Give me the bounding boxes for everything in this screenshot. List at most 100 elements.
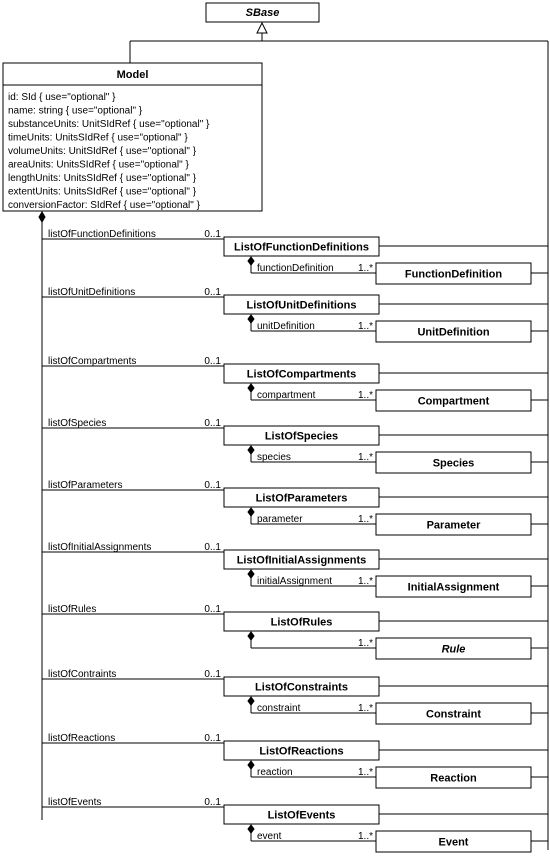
role-label: listOfInitialAssignments	[48, 542, 151, 553]
child-multiplicity-label: 1..*	[358, 514, 373, 525]
model-composition-diamond	[38, 211, 46, 223]
role-label: listOfUnitDefinitions	[48, 287, 135, 298]
child-multiplicity-label: 1..*	[358, 390, 373, 401]
model-composition	[38, 211, 46, 820]
child-class-box[interactable]: Rule	[375, 637, 532, 660]
multiplicity-label: 0..1	[204, 229, 221, 240]
sbase-class[interactable]: SBase	[205, 2, 320, 23]
child-class-box[interactable]: Parameter	[375, 513, 532, 536]
composition-diamond	[247, 824, 255, 834]
role-label: listOfFunctionDefinitions	[48, 229, 156, 240]
composition-diamond	[247, 507, 255, 517]
multiplicity-label: 0..1	[204, 287, 221, 298]
multiplicity-label: 0..1	[204, 418, 221, 429]
list-class-label: ListOfReactions	[259, 746, 343, 758]
child-class-box[interactable]: FunctionDefinition	[375, 262, 532, 285]
model-attribute: conversionFactor: SIdRef { use="optional…	[8, 200, 201, 211]
child-class-label: Reaction	[430, 773, 477, 785]
child-class-label: Rule	[442, 644, 466, 656]
composition-diamond	[247, 696, 255, 706]
role-label: listOfParameters	[48, 480, 122, 491]
model-attribute: id: SId { use="optional" }	[8, 92, 116, 103]
child-class-label: UnitDefinition	[417, 327, 489, 339]
model-attribute: areaUnits: UnitsSIdRef { use="optional" …	[8, 160, 189, 171]
role-label: listOfSpecies	[48, 418, 106, 429]
child-multiplicity-label: 1..*	[358, 767, 373, 778]
list-class-box[interactable]: ListOfRules	[223, 611, 380, 632]
child-class-box[interactable]: Constraint	[375, 702, 532, 725]
model-attribute: timeUnits: UnitsSIdRef { use="optional" …	[8, 133, 188, 144]
role-label: listOfRules	[48, 604, 96, 615]
child-multiplicity-label: 1..*	[358, 576, 373, 587]
child-class-box[interactable]: Event	[375, 830, 532, 853]
composition-diamond	[247, 256, 255, 266]
list-class-label: ListOfParameters	[256, 493, 348, 505]
list-class-box[interactable]: ListOfEvents	[223, 804, 380, 825]
child-multiplicity-label: 1..*	[358, 321, 373, 332]
composition-diamond	[247, 569, 255, 579]
list-class-label: ListOfCompartments	[247, 369, 356, 381]
role-label: listOfCompartments	[48, 356, 136, 367]
multiplicity-label: 0..1	[204, 797, 221, 808]
child-multiplicity-label: 1..*	[358, 703, 373, 714]
child-class-box[interactable]: Species	[375, 451, 532, 474]
child-class-box[interactable]: InitialAssignment	[375, 575, 532, 598]
list-class-label: ListOfRules	[271, 617, 333, 629]
role-label: listOfReactions	[48, 733, 115, 744]
role-label: listOfEvents	[48, 797, 101, 808]
child-role-label: functionDefinition	[257, 263, 334, 274]
child-multiplicity-label: 1..*	[358, 263, 373, 274]
child-multiplicity-label: 1..*	[358, 638, 373, 649]
list-class-label: ListOfEvents	[268, 810, 336, 822]
inheritance-connector	[129, 21, 549, 458]
child-role-label: species	[257, 452, 291, 463]
multiplicity-label: 0..1	[204, 669, 221, 680]
multiplicity-label: 0..1	[204, 542, 221, 553]
model-attribute: lengthUnits: UnitsSIdRef { use="optional…	[8, 173, 197, 184]
child-class-label: Parameter	[427, 520, 482, 532]
model-attribute: substanceUnits: UnitSIdRef { use="option…	[8, 119, 210, 130]
list-class-box[interactable]: ListOfSpecies	[223, 425, 380, 446]
list-class-box[interactable]: ListOfUnitDefinitions	[223, 294, 380, 315]
child-role-label: compartment	[257, 390, 316, 401]
child-class-box[interactable]: Reaction	[375, 766, 532, 789]
list-class-label: ListOfConstraints	[255, 682, 348, 694]
multiplicity-label: 0..1	[204, 356, 221, 367]
composition-diamond	[247, 445, 255, 455]
list-class-box[interactable]: ListOfFunctionDefinitions	[223, 236, 380, 257]
child-class-label: Species	[433, 458, 475, 470]
child-class-label: FunctionDefinition	[405, 269, 502, 281]
list-group: listOfUnitDefinitions 0..1ListOfUnitDefin…	[42, 287, 548, 343]
composition-diamond	[247, 631, 255, 641]
child-class-label: Event	[439, 837, 469, 849]
child-role-label: constraint	[257, 703, 301, 714]
child-class-box[interactable]: UnitDefinition	[375, 320, 532, 343]
model-attribute: name: string { use="optional" }	[8, 106, 143, 117]
child-class-label: Constraint	[426, 709, 481, 721]
model-attribute: volumeUnits: UnitSIdRef { use="optional"…	[8, 146, 197, 157]
multiplicity-label: 0..1	[204, 604, 221, 615]
list-group: listOfCompartments 0..1ListOfCompartments…	[42, 356, 548, 412]
list-class-label: ListOfFunctionDefinitions	[234, 242, 369, 254]
child-role-label: reaction	[257, 767, 293, 778]
list-class-box[interactable]: ListOfParameters	[223, 487, 380, 508]
list-class-label: ListOfSpecies	[265, 431, 338, 443]
list-class-box[interactable]: ListOfInitialAssignments	[223, 549, 380, 570]
list-group: listOfFunctionDefinitions 0..1ListOfFunct…	[42, 229, 548, 285]
composition-diamond	[247, 760, 255, 770]
list-class-box[interactable]: ListOfConstraints	[223, 676, 380, 697]
sbase-label: SBase	[246, 7, 280, 19]
list-class-label: ListOfUnitDefinitions	[247, 300, 357, 312]
list-class-box[interactable]: ListOfReactions	[223, 740, 380, 761]
list-class-box[interactable]: ListOfCompartments	[223, 363, 380, 384]
model-attribute: extentUnits: UnitsSIdRef { use="optional…	[8, 187, 197, 198]
multiplicity-label: 0..1	[204, 733, 221, 744]
child-class-box[interactable]: Compartment	[375, 389, 532, 412]
model-class[interactable]: Model id: SId { use="optional" }name: st…	[2, 62, 263, 212]
inheritance-arrowhead	[256, 21, 268, 34]
